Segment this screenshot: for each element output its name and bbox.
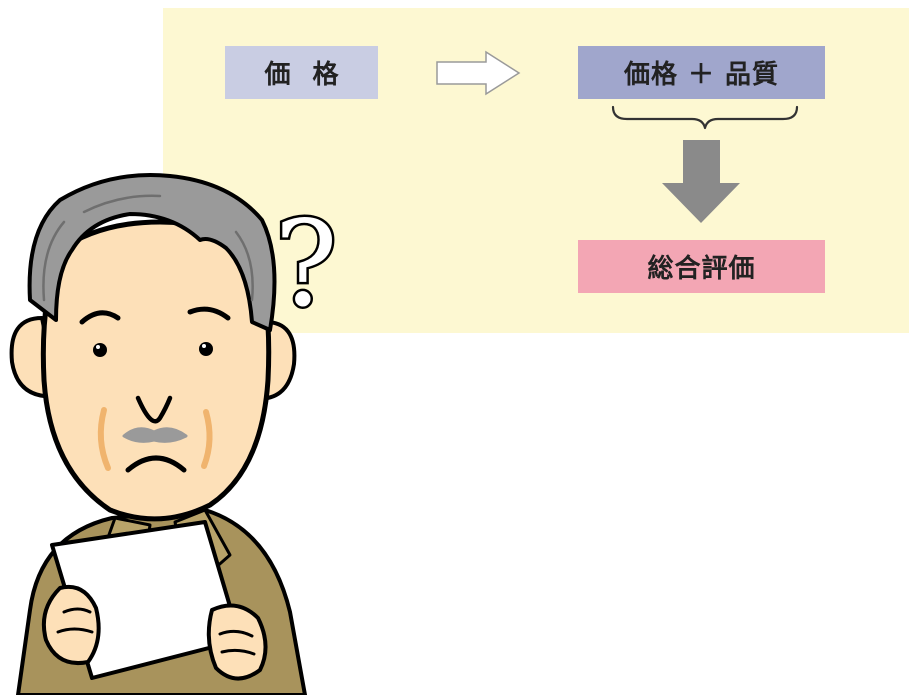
overall-evaluation-label: 総合評価 [647,254,756,284]
price-label: 価格 [264,60,361,90]
down-arrow-icon [662,140,740,223]
price-box: 価格 [225,46,378,99]
price-quality-box: 価格 ＋ 品質 [578,46,825,99]
question-mark-text: ? [274,195,337,333]
price-quality-label: 価格 ＋ 品質 [623,60,780,90]
overall-evaluation-box: 総合評価 [578,240,825,293]
hollow-right-arrow-icon [436,50,521,96]
curly-brace-icon [611,105,799,130]
confused-old-man-illustration [9,173,307,695]
